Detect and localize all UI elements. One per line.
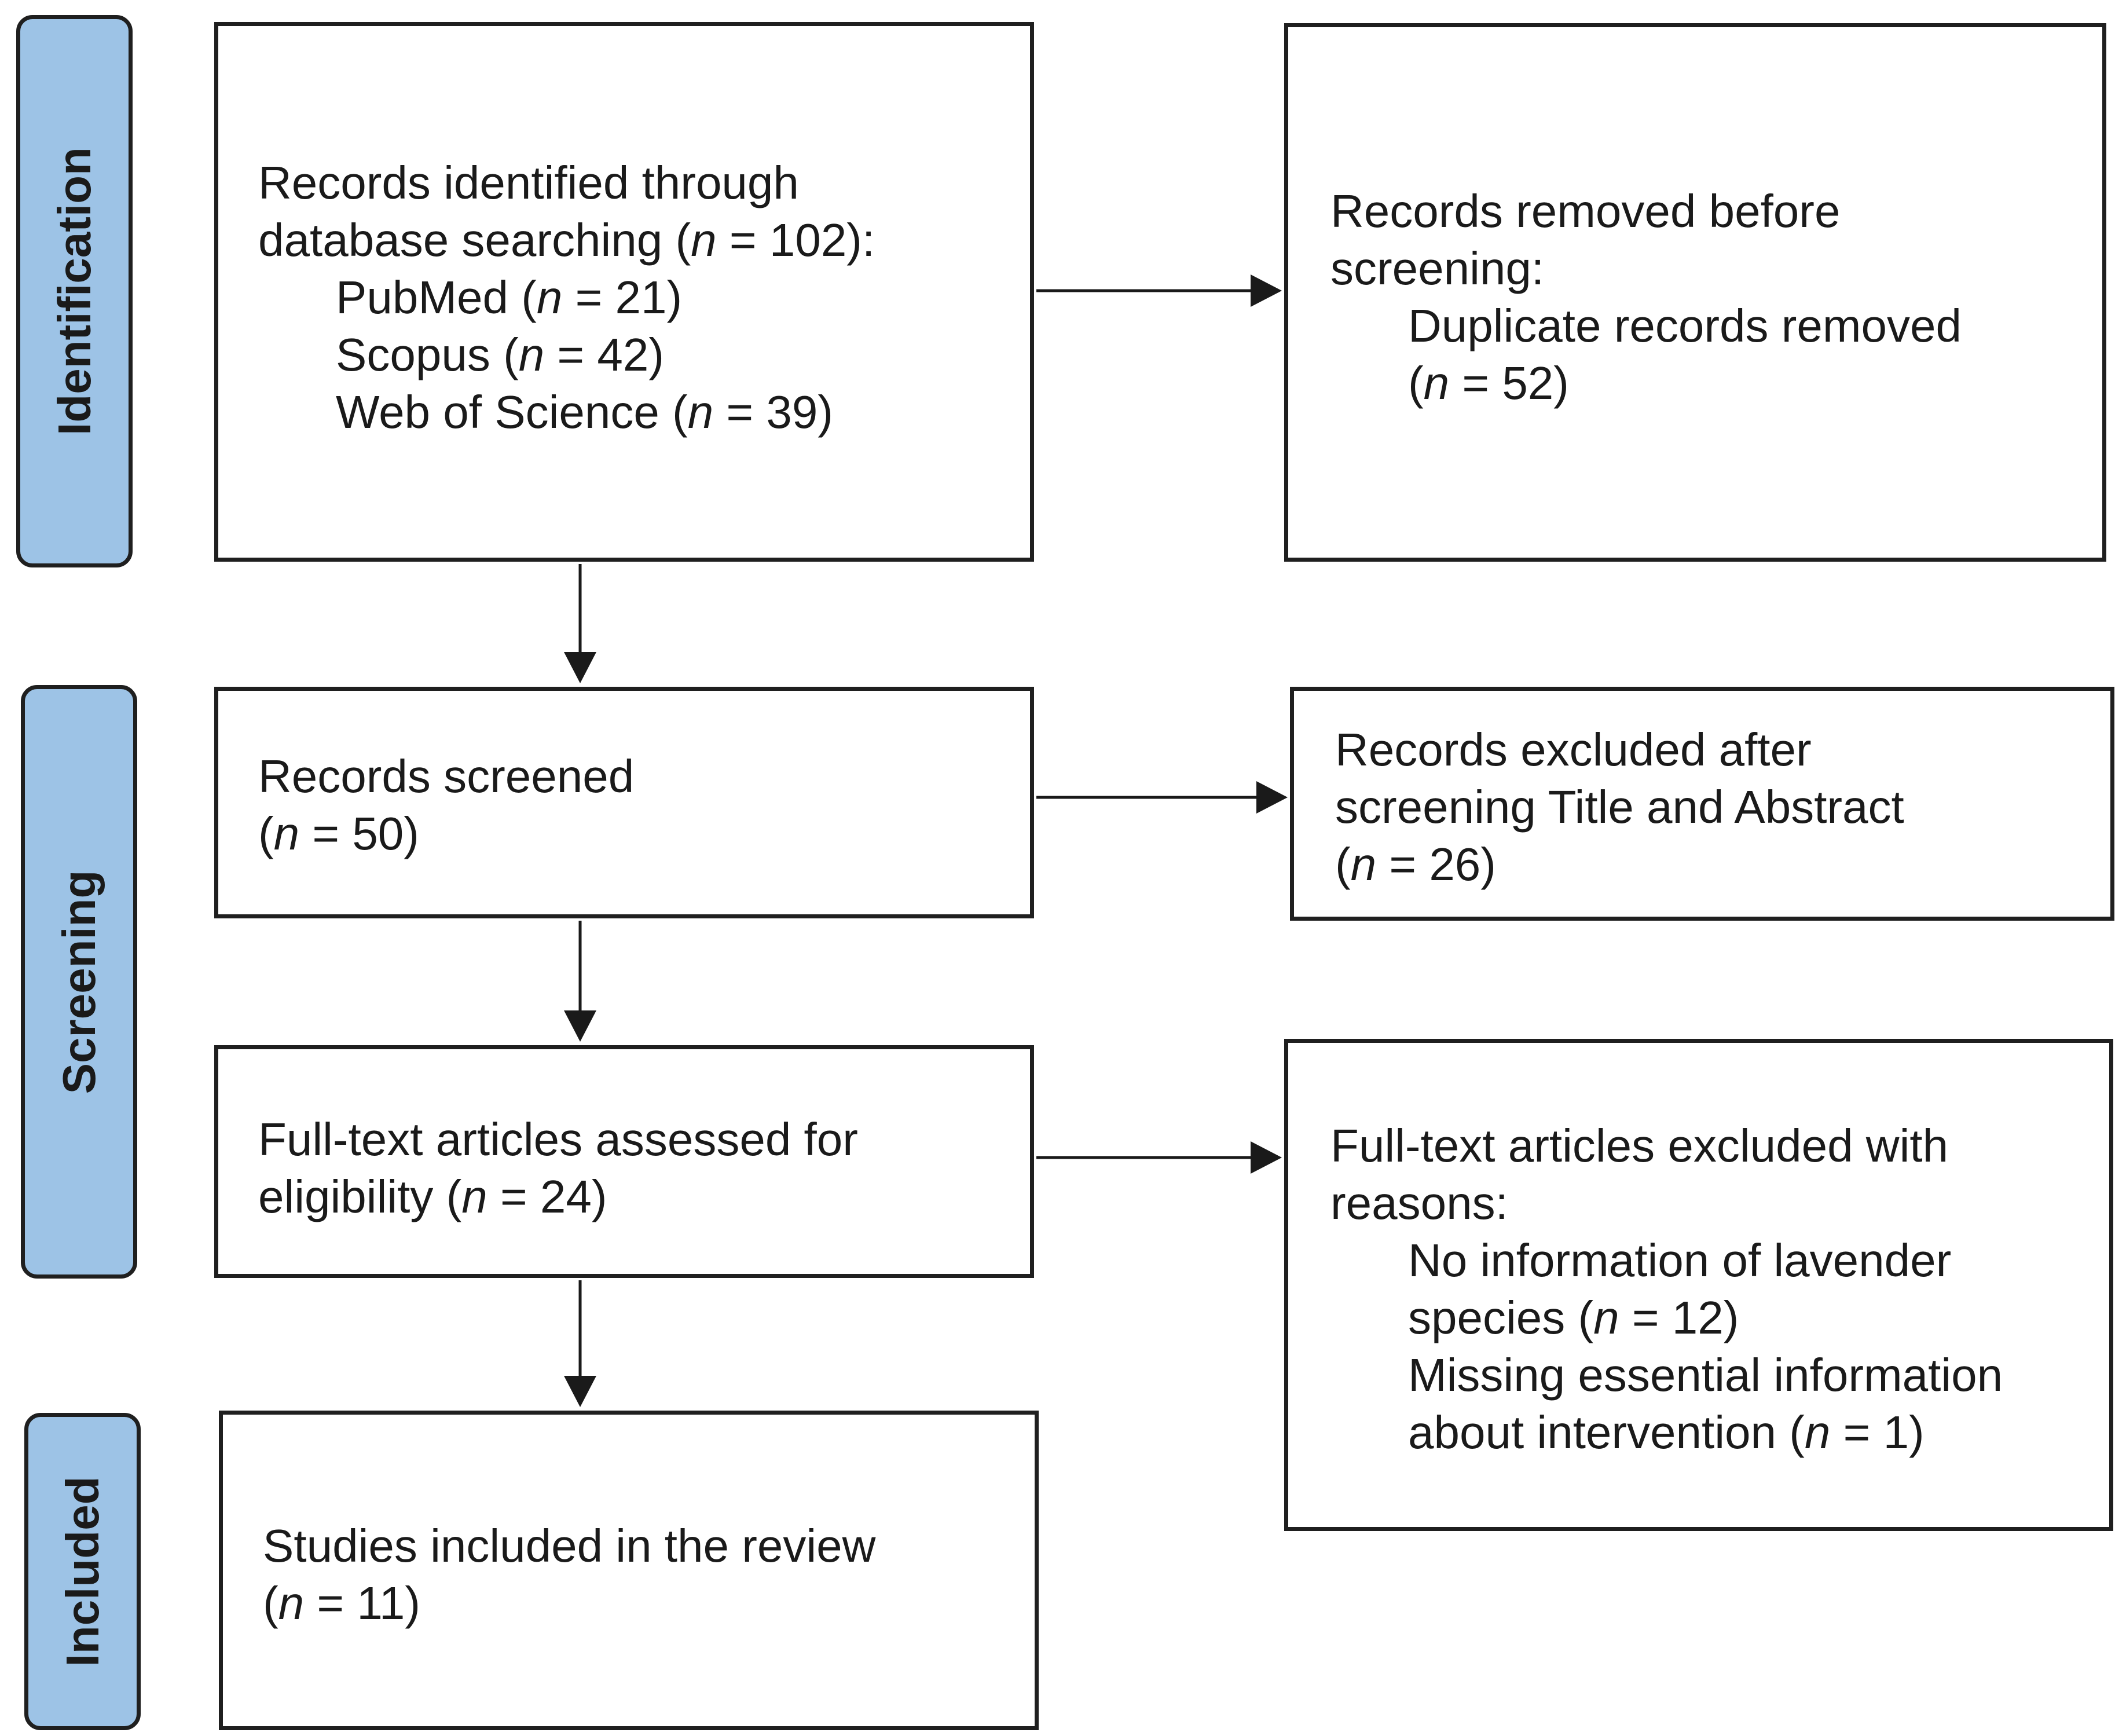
- fulltext-assessed-box: [214, 1045, 1034, 1278]
- studies-included-count: (n = 11): [263, 1577, 420, 1629]
- studies-included-text: Studies included in the review (n = 11): [263, 1517, 875, 1632]
- fulltext-excluded-box: [1284, 1039, 2113, 1531]
- phase-screening: Screening: [21, 685, 137, 1279]
- fulltext-assessed-text: Full-text articles assessed for eligibil…: [258, 1111, 858, 1225]
- web-of-science-count: Web of Science (n = 39): [336, 386, 833, 438]
- records-excluded-line1: Records excluded after: [1335, 724, 1812, 775]
- records-identified-box: [214, 22, 1034, 562]
- records-removed-line1: Records removed before: [1330, 185, 1841, 237]
- no-species-info-count: species (n = 12): [1408, 1292, 1739, 1343]
- records-identified-line1: Records identified through: [258, 157, 799, 208]
- arrowhead-screened-to-excluded: [1256, 781, 1288, 814]
- arrowhead-assessed-to-included: [564, 1376, 596, 1407]
- records-screened-box: [214, 687, 1034, 918]
- phase-identification: Identification: [16, 15, 133, 567]
- records-removed-line2: screening:: [1330, 243, 1545, 294]
- records-excluded-line2: screening Title and Abstract: [1335, 781, 1904, 833]
- fulltext-assessed-line1: Full-text articles assessed for: [258, 1114, 858, 1165]
- records-excluded-box: [1290, 687, 2114, 921]
- arrowhead-identified-to-screened: [564, 652, 596, 683]
- records-removed-text: Records removed before screening: Duplic…: [1330, 182, 1962, 412]
- phase-included: Included: [24, 1413, 141, 1730]
- studies-included-box: [219, 1411, 1039, 1730]
- records-excluded-count: (n = 26): [1335, 838, 1496, 890]
- fulltext-excluded-text: Full-text articles excluded with reasons…: [1330, 1117, 2003, 1461]
- fulltext-excluded-line2: reasons:: [1330, 1177, 1508, 1229]
- fulltext-assessed-count: eligibility (n = 24): [258, 1171, 607, 1222]
- records-screened-count: (n = 50): [258, 808, 419, 859]
- fulltext-excluded-line3: No information of lavender: [1408, 1235, 1952, 1286]
- fulltext-excluded-line1: Full-text articles excluded with: [1330, 1120, 1949, 1171]
- arrowhead-identified-to-removed: [1251, 274, 1282, 307]
- pubmed-count: PubMed (n = 21): [336, 272, 683, 323]
- arrowhead-screened-to-assessed: [564, 1010, 596, 1042]
- records-excluded-text: Records excluded after screening Title a…: [1335, 721, 1904, 893]
- records-identified-text: Records identified through database sear…: [258, 154, 875, 441]
- records-removed-line3: Duplicate records removed: [1408, 300, 1962, 351]
- missing-intervention-count: about intervention (n = 1): [1408, 1407, 1925, 1458]
- records-removed-box: [1284, 23, 2106, 562]
- arrowhead-assessed-to-excluded: [1251, 1141, 1282, 1174]
- records-screened-line1: Records screened: [258, 750, 635, 802]
- duplicates-count: (n = 52): [1408, 357, 1569, 409]
- records-screened-text: Records screened (n = 50): [258, 748, 634, 862]
- records-identified-line2: database searching (n = 102):: [258, 214, 875, 266]
- studies-included-line1: Studies included in the review: [263, 1520, 876, 1572]
- fulltext-excluded-line5: Missing essential information: [1408, 1349, 2003, 1401]
- scopus-count: Scopus (n = 42): [336, 329, 664, 380]
